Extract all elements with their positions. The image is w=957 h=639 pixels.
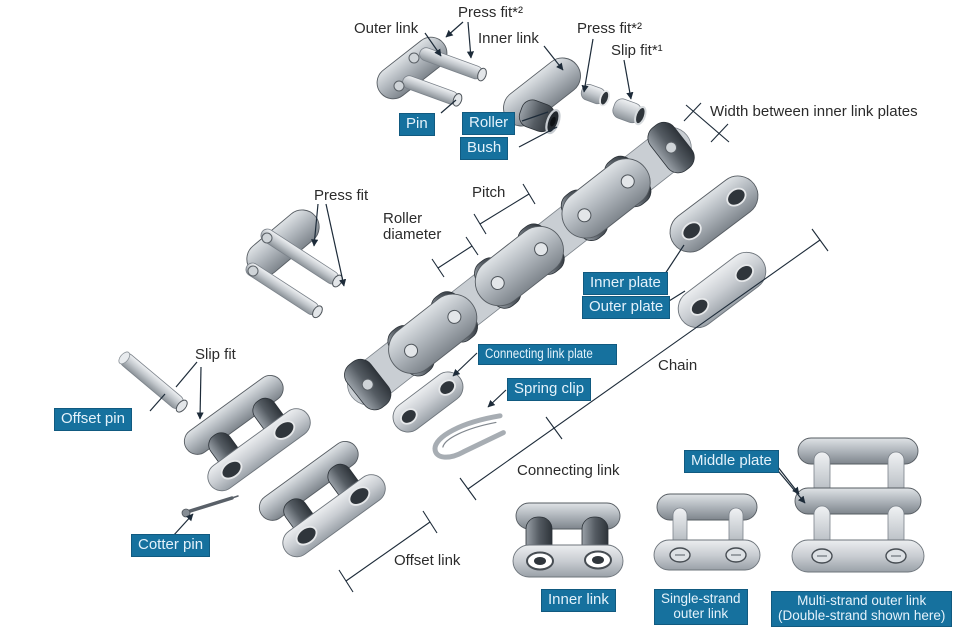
label-pitch: Pitch <box>472 184 506 201</box>
label-press-fit-mid: Press fit <box>314 187 369 204</box>
tag-connecting-link-plate-text: Connecting link plate <box>485 346 593 361</box>
multi-strand-outer-link-part <box>791 437 925 573</box>
tag-spring-clip: Spring clip <box>507 378 592 401</box>
cotter-pin-part <box>181 495 239 518</box>
label-press-fit-top1: Press fit*² <box>458 4 524 21</box>
label-press-fit-top2: Press fit*² <box>577 20 643 37</box>
offset-pin-part <box>118 351 188 413</box>
inner-plate-part <box>669 175 759 253</box>
label-roller-diameter: Roller diameter <box>383 210 442 244</box>
tag-multi-strand-line2: (Double-strand shown here) <box>778 607 946 623</box>
tag-offset-pin: Offset pin <box>54 408 132 431</box>
press-fit-link-part <box>245 209 343 319</box>
label-slip-fit-top: Slip fit*¹ <box>611 42 663 59</box>
label-chain: Chain <box>658 357 698 374</box>
tag-middle-plate: Middle plate <box>684 450 779 473</box>
tag-single-strand-line2: outer link <box>673 605 729 621</box>
tag-pin: Pin <box>399 113 435 136</box>
tag-inner-plate: Inner plate <box>583 272 668 295</box>
label-inner-link-top: Inner link <box>478 30 539 47</box>
label-connecting-link: Connecting link <box>517 462 620 479</box>
dimension-lines <box>338 102 829 593</box>
connecting-link-plate-part <box>392 371 464 433</box>
tag-cotter-pin: Cotter pin <box>131 534 211 557</box>
outer-link-part <box>376 36 487 107</box>
inner-link-bottom-part <box>512 502 624 578</box>
tag-connecting-link-plate: Connecting link plate <box>478 344 618 365</box>
single-strand-outer-link-part <box>653 493 761 571</box>
roller-chain-part <box>344 121 695 411</box>
offset-link-part-a <box>183 375 311 492</box>
leader-lines <box>149 21 806 537</box>
tag-bush: Bush <box>460 137 509 160</box>
tag-single-strand-line1: Single-strand <box>661 591 741 606</box>
spring-clip-part <box>432 413 506 460</box>
offset-link-part-b <box>258 441 386 558</box>
tag-multi-strand-line1: Multi-strand outer link <box>797 593 927 608</box>
label-outer-link: Outer link <box>354 20 419 37</box>
tag-outer-plate: Outer plate <box>582 296 671 319</box>
tag-multi-strand-outer-link: Multi-strand outer link (Double-strand s… <box>771 591 953 627</box>
tag-roller: Roller <box>462 112 516 135</box>
label-width-between: Width between inner link plates <box>710 103 918 120</box>
label-offset-link: Offset link <box>394 552 461 569</box>
tag-inner-link-bottom: Inner link <box>541 589 616 612</box>
outer-plate-part <box>677 251 767 329</box>
loose-bush-part <box>612 98 647 126</box>
tag-single-strand-outer-link: Single-strand outer link <box>654 589 748 625</box>
label-slip-fit-mid: Slip fit <box>195 346 236 363</box>
